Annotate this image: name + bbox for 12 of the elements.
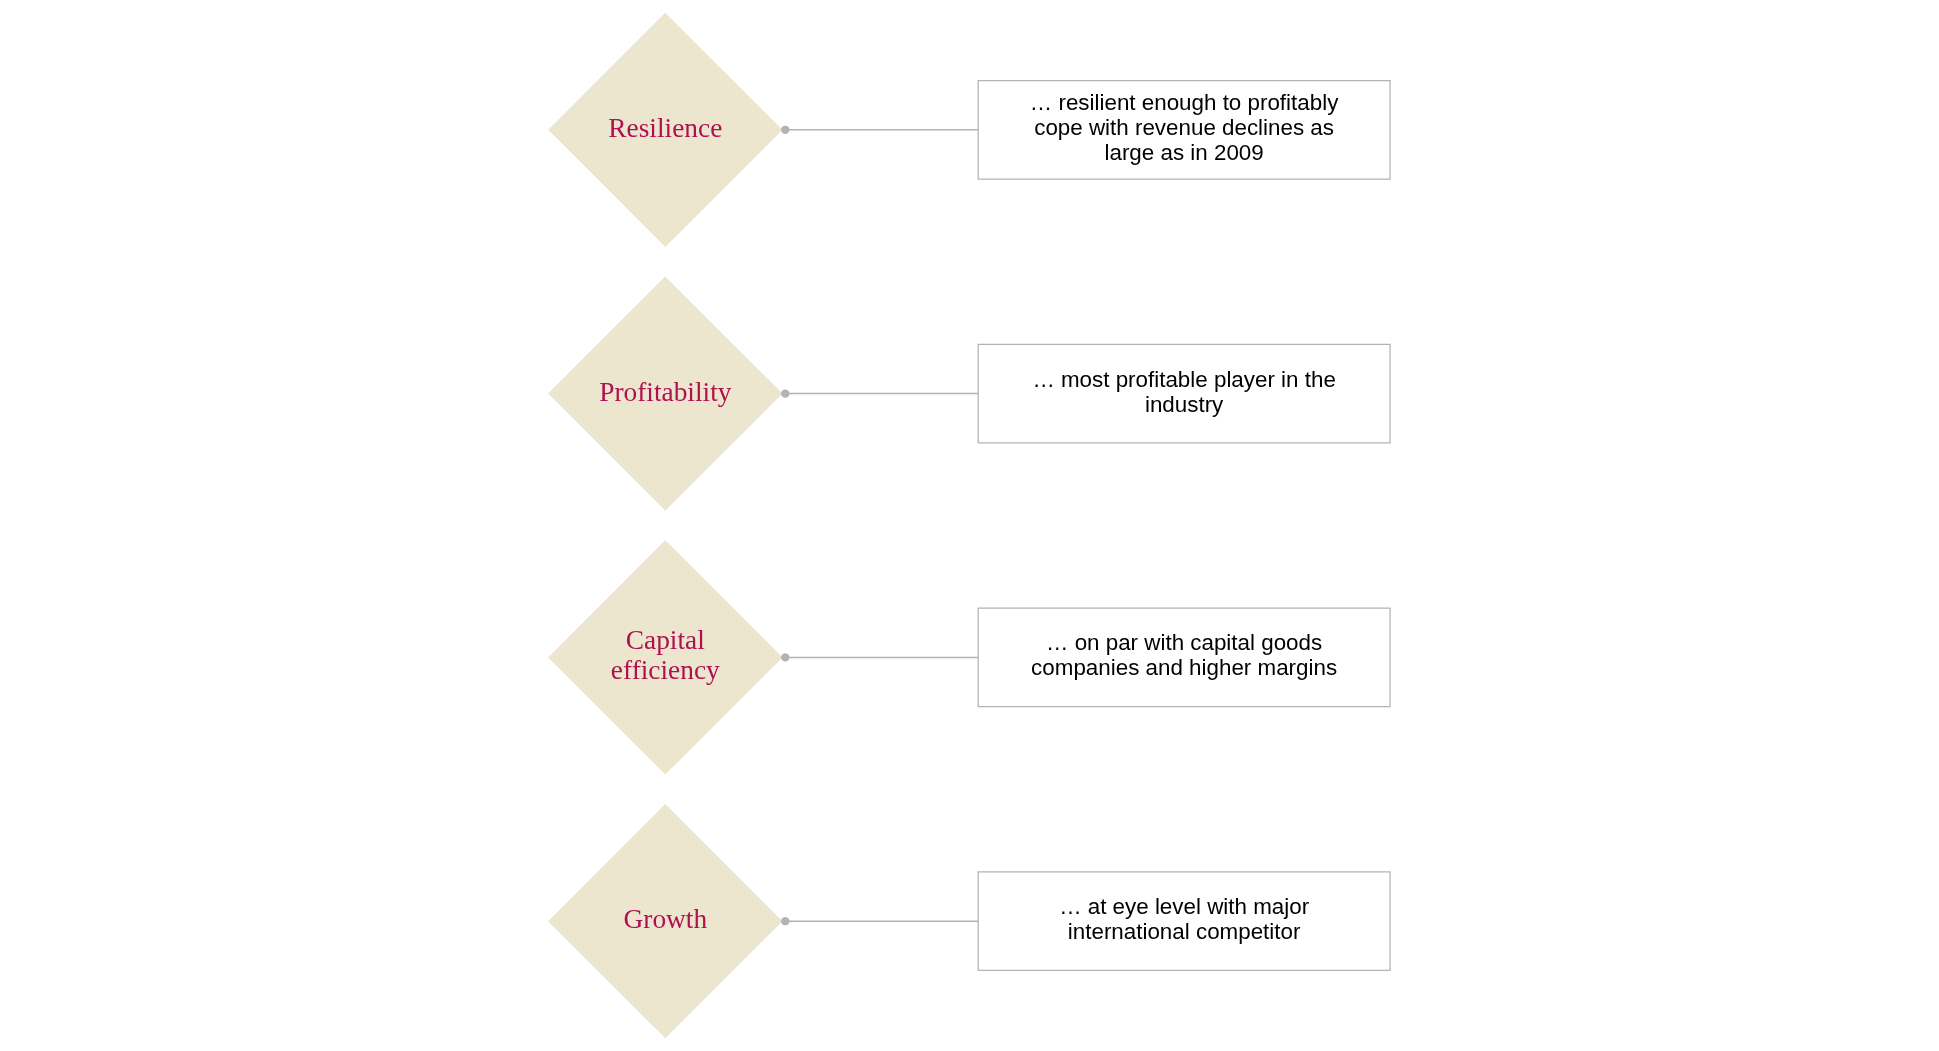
node-diamond: Profitability: [548, 276, 783, 511]
node-diamond: Resilience: [548, 12, 783, 248]
node-box: … resilient enough to profitably cope with revenue declines as large as in 2009: [977, 80, 1391, 180]
node-diamond: Growth: [548, 803, 783, 1039]
node-box: … most profitable player in the industry: [977, 343, 1391, 444]
connector: [781, 916, 979, 926]
node-box: … at eye level with major international competitor: [977, 871, 1391, 971]
node-diamond: Capital efficiency: [548, 540, 783, 775]
connector: [781, 653, 979, 662]
node-box: … on par with capital goods companies and higher margins: [977, 607, 1391, 708]
connector: [781, 389, 979, 398]
connector: [781, 125, 979, 135]
